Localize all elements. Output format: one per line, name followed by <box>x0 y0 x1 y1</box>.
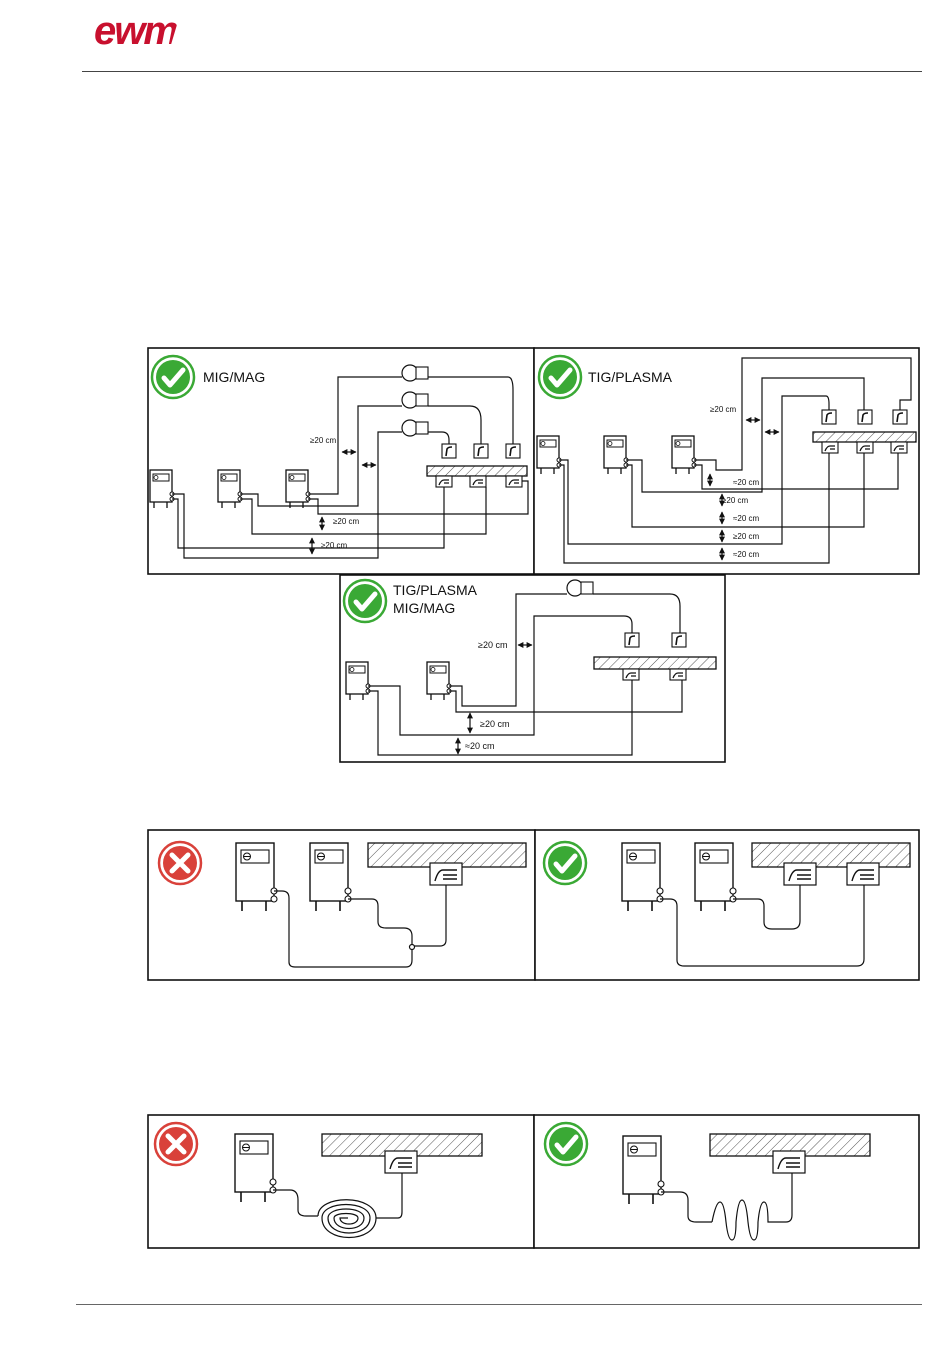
panel-combined: TIG/PLASMA MIG/MAG ≥20 cm ≥20 cm ≈20 cm <box>340 575 725 762</box>
figure-cable-coil-wrong <box>148 1115 534 1248</box>
distance-label: ≥20 cm <box>733 532 760 541</box>
panel-title: MIG/MAG <box>203 369 265 385</box>
check-icon <box>344 580 386 622</box>
distance-label: ≥20 cm <box>722 496 749 505</box>
panel-tig-plasma: TIG/PLASMA ≥20 cm ≈20 cm ≥20 cm ≈20 cm ≥… <box>534 348 919 574</box>
distance-label: ≈20 cm <box>465 741 494 751</box>
figure-return-lines-wrong <box>148 830 535 980</box>
panel-title: TIG/PLASMA <box>393 582 478 598</box>
footer-rule <box>76 1304 922 1305</box>
cross-icon <box>155 1123 197 1165</box>
distance-label: ≥20 cm <box>478 640 507 650</box>
cross-icon <box>159 842 201 884</box>
distance-label: ≥20 cm <box>710 405 737 414</box>
check-icon <box>539 356 581 398</box>
figure-cable-loop-correct <box>534 1115 919 1248</box>
distance-label: ≈20 cm <box>733 514 760 523</box>
distance-label: ≥20 cm <box>310 436 337 445</box>
panel-title: TIG/PLASMA <box>588 369 673 385</box>
check-icon <box>545 1123 587 1165</box>
distance-label: ≥20 cm <box>333 517 360 526</box>
panel-mig-mag: MIG/MAG ≥20 cm ≥20 cm ≥20 cm <box>148 348 534 574</box>
distance-label: ≥20 cm <box>321 541 348 550</box>
distance-label: ≈20 cm <box>733 478 760 487</box>
figure-return-lines-correct <box>535 830 919 980</box>
distance-label: ≈20 cm <box>733 550 760 559</box>
check-icon <box>544 842 586 884</box>
panel-title: MIG/MAG <box>393 600 455 616</box>
check-icon <box>152 356 194 398</box>
distance-label: ≥20 cm <box>480 719 509 729</box>
